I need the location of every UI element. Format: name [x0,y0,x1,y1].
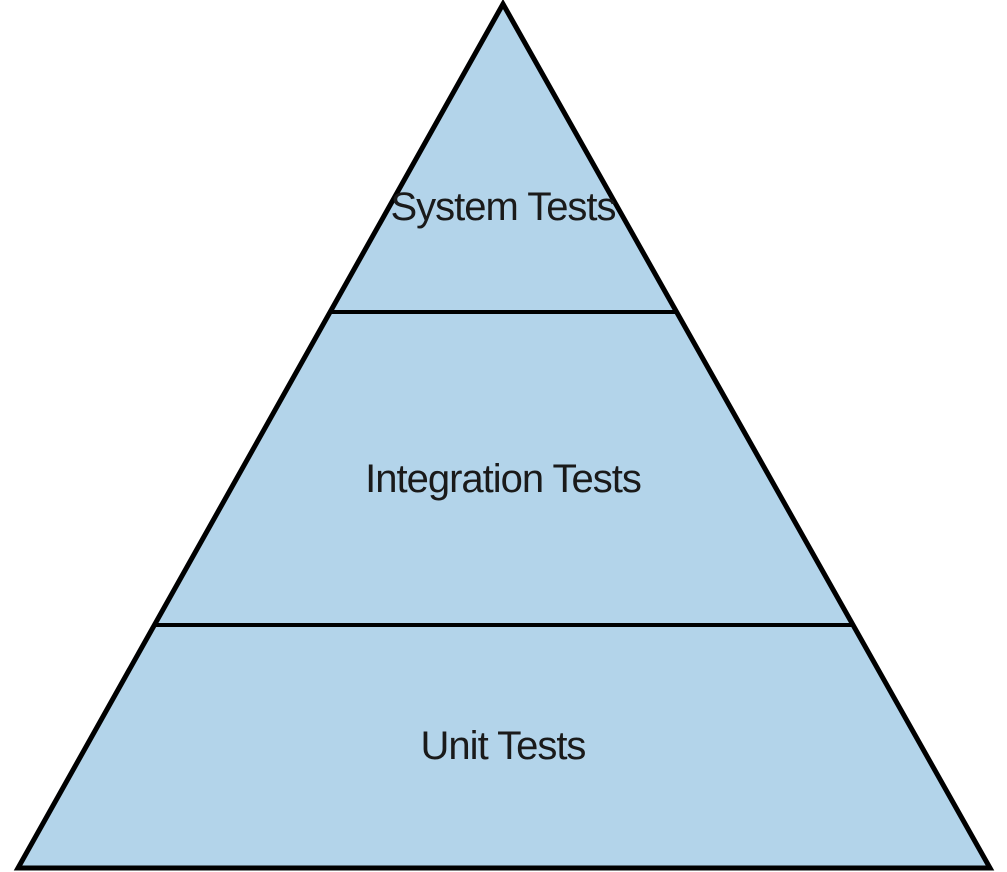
pyramid-shape [13,0,995,871]
level-label-system-tests: System Tests [390,185,615,229]
level-label-unit-tests: Unit Tests [421,724,586,768]
level-label-integration-tests: Integration Tests [365,457,641,501]
